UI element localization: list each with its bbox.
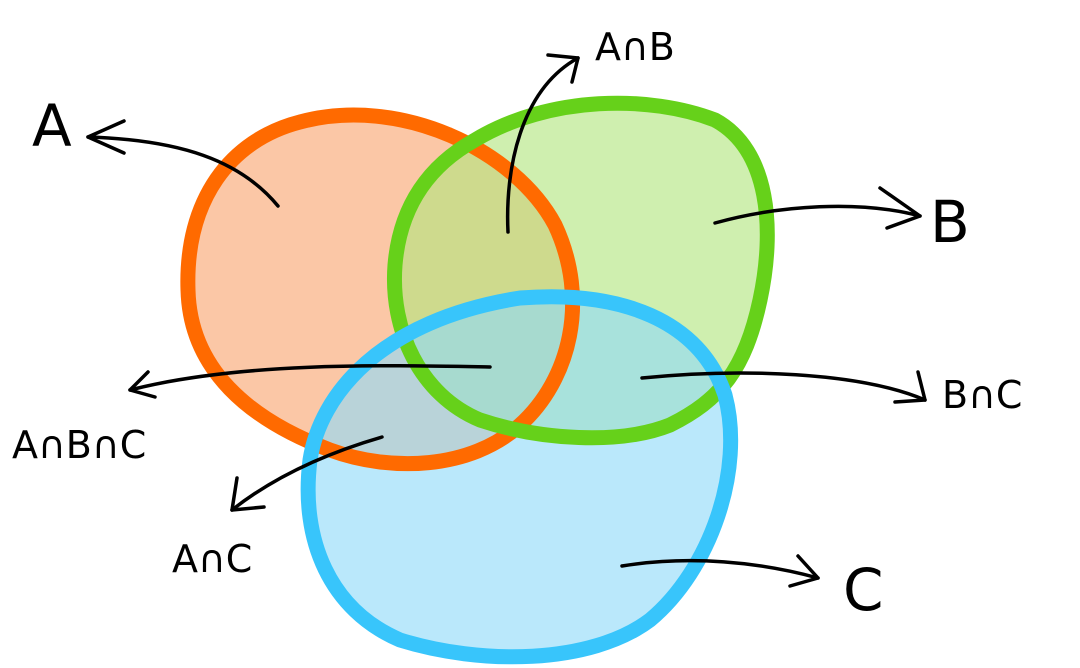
- arrow-b: [713, 186, 922, 230]
- arrow-c: [620, 554, 820, 588]
- label-b: B: [930, 188, 970, 256]
- region-fills: [187, 103, 768, 657]
- arrow-ac: [230, 435, 384, 512]
- pointer-arrows: [86, 53, 927, 588]
- arrow-bc: [640, 370, 927, 404]
- arrow-ab: [505, 53, 580, 234]
- arrow-abc: [128, 364, 492, 399]
- label-c: C: [843, 556, 884, 624]
- label-ac: A∩C: [172, 537, 252, 581]
- arrow-a: [86, 119, 280, 208]
- set-b-outline: [386, 95, 775, 446]
- set-a-outline: [180, 107, 580, 472]
- label-a: A: [32, 92, 72, 160]
- region-outlines: [180, 95, 775, 665]
- set-c-outline: [300, 289, 739, 665]
- label-abc: A∩B∩C: [12, 423, 146, 467]
- labels: A B C A∩B B∩C A∩B∩C A∩C: [12, 25, 1022, 624]
- label-ab: A∩B: [595, 25, 675, 69]
- label-bc: B∩C: [942, 373, 1022, 417]
